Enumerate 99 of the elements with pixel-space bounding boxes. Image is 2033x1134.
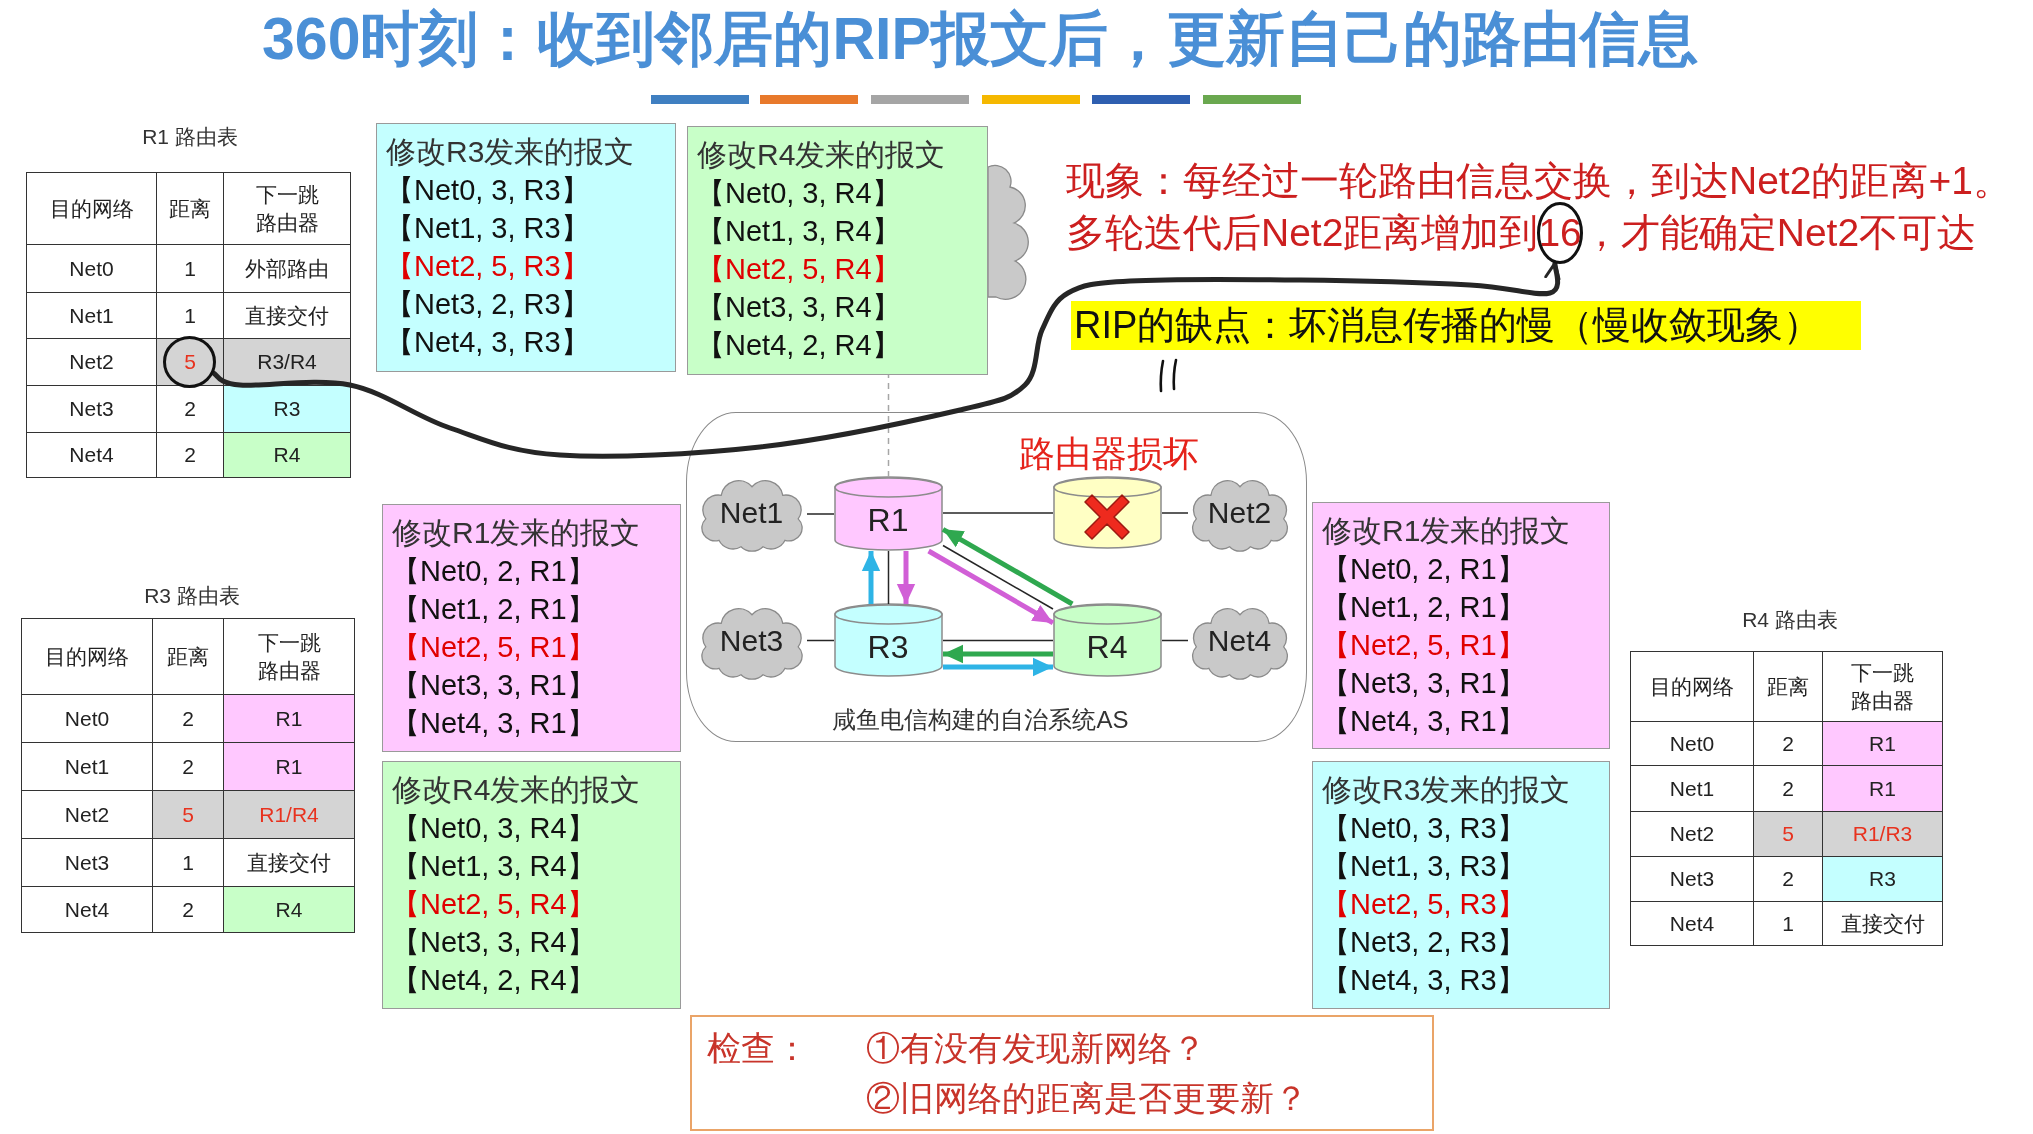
connector-line — [806, 639, 835, 642]
connector-line — [942, 544, 1054, 610]
route-entry: 【Net4, 3, R3】 — [1321, 963, 1526, 998]
route-entry: 【Net0, 2, R1】 — [1321, 552, 1526, 587]
message-box — [382, 504, 681, 752]
table-cell: R1/R3 — [1822, 811, 1943, 857]
connector-line — [942, 639, 1054, 642]
message-box — [376, 123, 676, 372]
route-entry: 【Net2, 5, R1】 — [391, 630, 596, 665]
cloud — [988, 165, 1030, 300]
message-title: 修改R4发来的报文 — [697, 137, 946, 173]
route-entry: 【Net0, 3, R3】 — [1321, 811, 1526, 846]
table-cell: R1 — [223, 742, 355, 791]
status-label: 路由器损坏 — [1018, 433, 1199, 474]
route-entry: 【Net3, 3, R1】 — [1321, 666, 1526, 701]
dashed-line — [887, 374, 890, 478]
note-text: ②旧网络的距离是否更要新？ — [866, 1078, 1308, 1119]
arrow — [943, 657, 1053, 677]
table-cell: R4 — [223, 432, 351, 478]
route-entry: 【Net1, 3, R3】 — [385, 211, 590, 246]
table-cell: R3 — [223, 385, 351, 433]
route-entry: 【Net3, 3, R1】 — [391, 668, 596, 703]
route-entry: 【Net0, 2, R1】 — [391, 554, 596, 589]
connector-line — [1161, 512, 1189, 514]
route-entry: 【Net3, 2, R3】 — [1321, 925, 1526, 960]
route-entry: 【Net3, 3, R4】 — [696, 290, 901, 325]
header-cell: 下一跳路由器 — [223, 172, 351, 245]
connector-line — [887, 550, 890, 605]
router-cylinder: R4 — [1052, 603, 1162, 677]
table-cell: 直接交付 — [1822, 901, 1943, 946]
connector-line — [942, 512, 1054, 514]
route-entry: 【Net1, 3, R4】 — [391, 849, 596, 884]
route-entry: 【Net1, 3, R4】 — [696, 214, 901, 249]
message-title: 修改R1发来的报文 — [392, 515, 641, 551]
route-entry: 【Net2, 5, R3】 — [1321, 887, 1526, 922]
route-entry: 【Net4, 3, R3】 — [385, 325, 590, 360]
table-cell: R3/R4 — [223, 338, 351, 386]
message-title: 修改R4发来的报文 — [392, 772, 641, 808]
table-cell: R4 — [223, 886, 355, 933]
message-title: 修改R3发来的报文 — [386, 134, 635, 170]
route-entry: 【Net0, 3, R4】 — [696, 176, 901, 211]
hand-drawn-circle — [163, 336, 216, 388]
message-box — [687, 126, 988, 375]
route-entry: 【Net2, 5, R1】 — [1321, 628, 1526, 663]
route-entry: 【Net1, 2, R1】 — [1321, 590, 1526, 625]
route-entry: 【Net4, 2, R4】 — [391, 963, 596, 998]
header-cell: 目的网络 — [21, 618, 153, 695]
router-cylinder — [1052, 476, 1162, 549]
route-entry: 【Net0, 3, R3】 — [385, 173, 590, 208]
header-cell: 目的网络 — [26, 172, 157, 245]
table-cell: 5 — [152, 790, 224, 839]
router-cylinder: R1 — [833, 476, 943, 551]
title: 360时刻：收到邻居的RIP报文后，更新自己的路由信息 — [262, 5, 1698, 74]
route-entry: 【Net3, 2, R3】 — [385, 287, 590, 322]
region-label: 咸鱼电信构建的自治系统AS — [832, 705, 1129, 735]
note-text: ①有没有发现新网络？ — [866, 1028, 1206, 1069]
connector-line — [806, 513, 835, 515]
note-box — [690, 1015, 1434, 1131]
annotation-text: 多轮迭代后Net2距离增加到16，才能确定Net2不可达 — [1066, 210, 1977, 256]
boundary-outline — [686, 412, 1307, 742]
annotation-text: 现象：每经过一轮路由信息交换，到达Net2的距离+1。 — [1066, 158, 2012, 204]
router-cylinder: R3 — [833, 603, 943, 677]
table-cell: Net4 — [26, 432, 157, 478]
route-entry: 【Net2, 5, R4】 — [391, 887, 596, 922]
table-cell: R3 — [1822, 856, 1943, 902]
arrow — [943, 644, 1053, 664]
connector-line — [1161, 639, 1189, 642]
table-cell: Net4 — [21, 886, 153, 933]
table-cell: R1 — [223, 694, 355, 743]
arrow — [927, 548, 1055, 626]
table-title: R4 路由表 — [1742, 607, 1838, 633]
message-box — [1312, 502, 1610, 749]
message-box — [1312, 761, 1610, 1009]
table-cell: Net4 — [1630, 901, 1754, 946]
route-entry: 【Net2, 5, R3】 — [385, 249, 590, 284]
message-title: 修改R3发来的报文 — [1322, 772, 1571, 808]
route-entry: 【Net1, 3, R3】 — [1321, 849, 1526, 884]
arrow — [896, 551, 916, 604]
route-entry: 【Net3, 3, R4】 — [391, 925, 596, 960]
highlight-band: RIP的缺点：坏消息传播的慢（慢收敛现象） — [1071, 301, 1861, 350]
route-entry: 【Net2, 5, R4】 — [696, 252, 901, 287]
arrow — [941, 527, 1074, 607]
table-cell: 5 — [1753, 811, 1823, 857]
message-box — [382, 761, 681, 1009]
route-entry: 【Net4, 3, R1】 — [391, 706, 596, 741]
header-cell: 目的网络 — [1630, 651, 1754, 722]
route-entry: 【Net1, 2, R1】 — [391, 592, 596, 627]
message-title: 修改R1发来的报文 — [1322, 513, 1571, 549]
route-entry: 【Net4, 3, R1】 — [1321, 704, 1526, 739]
table-title: R3 路由表 — [144, 583, 240, 609]
hand-drawn-circle — [1537, 202, 1583, 264]
route-entry: 【Net0, 3, R4】 — [391, 811, 596, 846]
table-cell: R1 — [1822, 765, 1943, 812]
table-title: R1 路由表 — [142, 124, 238, 150]
route-entry: 【Net4, 2, R4】 — [696, 328, 901, 363]
note-text: 检查： — [707, 1028, 809, 1069]
table-cell: R1 — [1822, 721, 1943, 766]
table-cell: R1/R4 — [223, 790, 355, 839]
arrow — [861, 551, 881, 604]
